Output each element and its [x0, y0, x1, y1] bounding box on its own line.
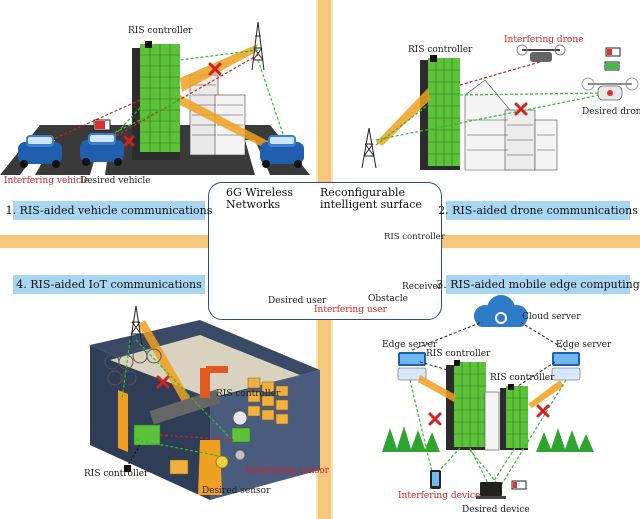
interfering-drone-label: Interfering drone: [504, 35, 584, 45]
edge-ris-controller-left-label: RIS controller: [426, 349, 491, 359]
vehicle-scene: [0, 21, 310, 175]
title-6g-line2: Networks: [226, 198, 281, 211]
cloud-server-label: Cloud server: [522, 312, 581, 322]
iot-ris-controller-left-label: RIS controller: [84, 469, 149, 479]
interfering-sensor-label: Interfering sensor: [246, 466, 329, 476]
title-ris-line1: Reconfigurable: [320, 186, 406, 199]
iot-ris-controller-top-label: RIS controller: [216, 389, 281, 399]
title-6g-line1: 6G Wireless: [226, 186, 293, 199]
edge-scene: [382, 295, 594, 499]
drone-scene: [361, 44, 639, 171]
iot-scene: [90, 305, 320, 500]
desired-device-label: Desired device: [462, 505, 530, 515]
center-ris-controller-label: RIS controller: [384, 232, 445, 242]
edge-server-right-label: Edge server: [556, 340, 612, 350]
edge-server-left-label: Edge server: [382, 340, 438, 350]
desired-user-label: Desired user: [268, 296, 327, 306]
panel-vehicle: 1. RIS-aided vehicle communications: [6, 201, 212, 220]
interfering-device-label: Interfering device: [398, 491, 481, 501]
vehicle-ris-controller-label: RIS controller: [128, 26, 193, 36]
center-box: [208, 182, 442, 320]
drone-ris-controller-label: RIS controller: [408, 45, 473, 55]
title-6g: 6G Wireless Networks: [226, 187, 293, 211]
receiver-label: Receiver: [402, 282, 443, 292]
edge-ris-controller-right-label: RIS controller: [490, 373, 555, 383]
interfering-vehicle-label: Interfering vehicle: [4, 176, 90, 186]
title-ris-line2: intelligent surface: [320, 198, 422, 211]
desired-vehicle-label: Desired vehicle: [80, 176, 151, 186]
title-ris: Reconfigurable intelligent surface: [320, 187, 422, 211]
interfering-user-label: Interfering user: [314, 305, 387, 315]
desired-drone-label: Desired drone: [582, 107, 640, 117]
panel-edge: 3. RIS-aided mobile edge computing: [436, 275, 640, 294]
desired-sensor-label: Desired sensor: [202, 486, 271, 496]
panel-iot: 4. RIS-aided IoT communications: [13, 275, 205, 294]
obstacle-label: Obstacle: [368, 294, 408, 304]
panel-drone: 2. RIS-aided drone communications: [438, 201, 638, 220]
